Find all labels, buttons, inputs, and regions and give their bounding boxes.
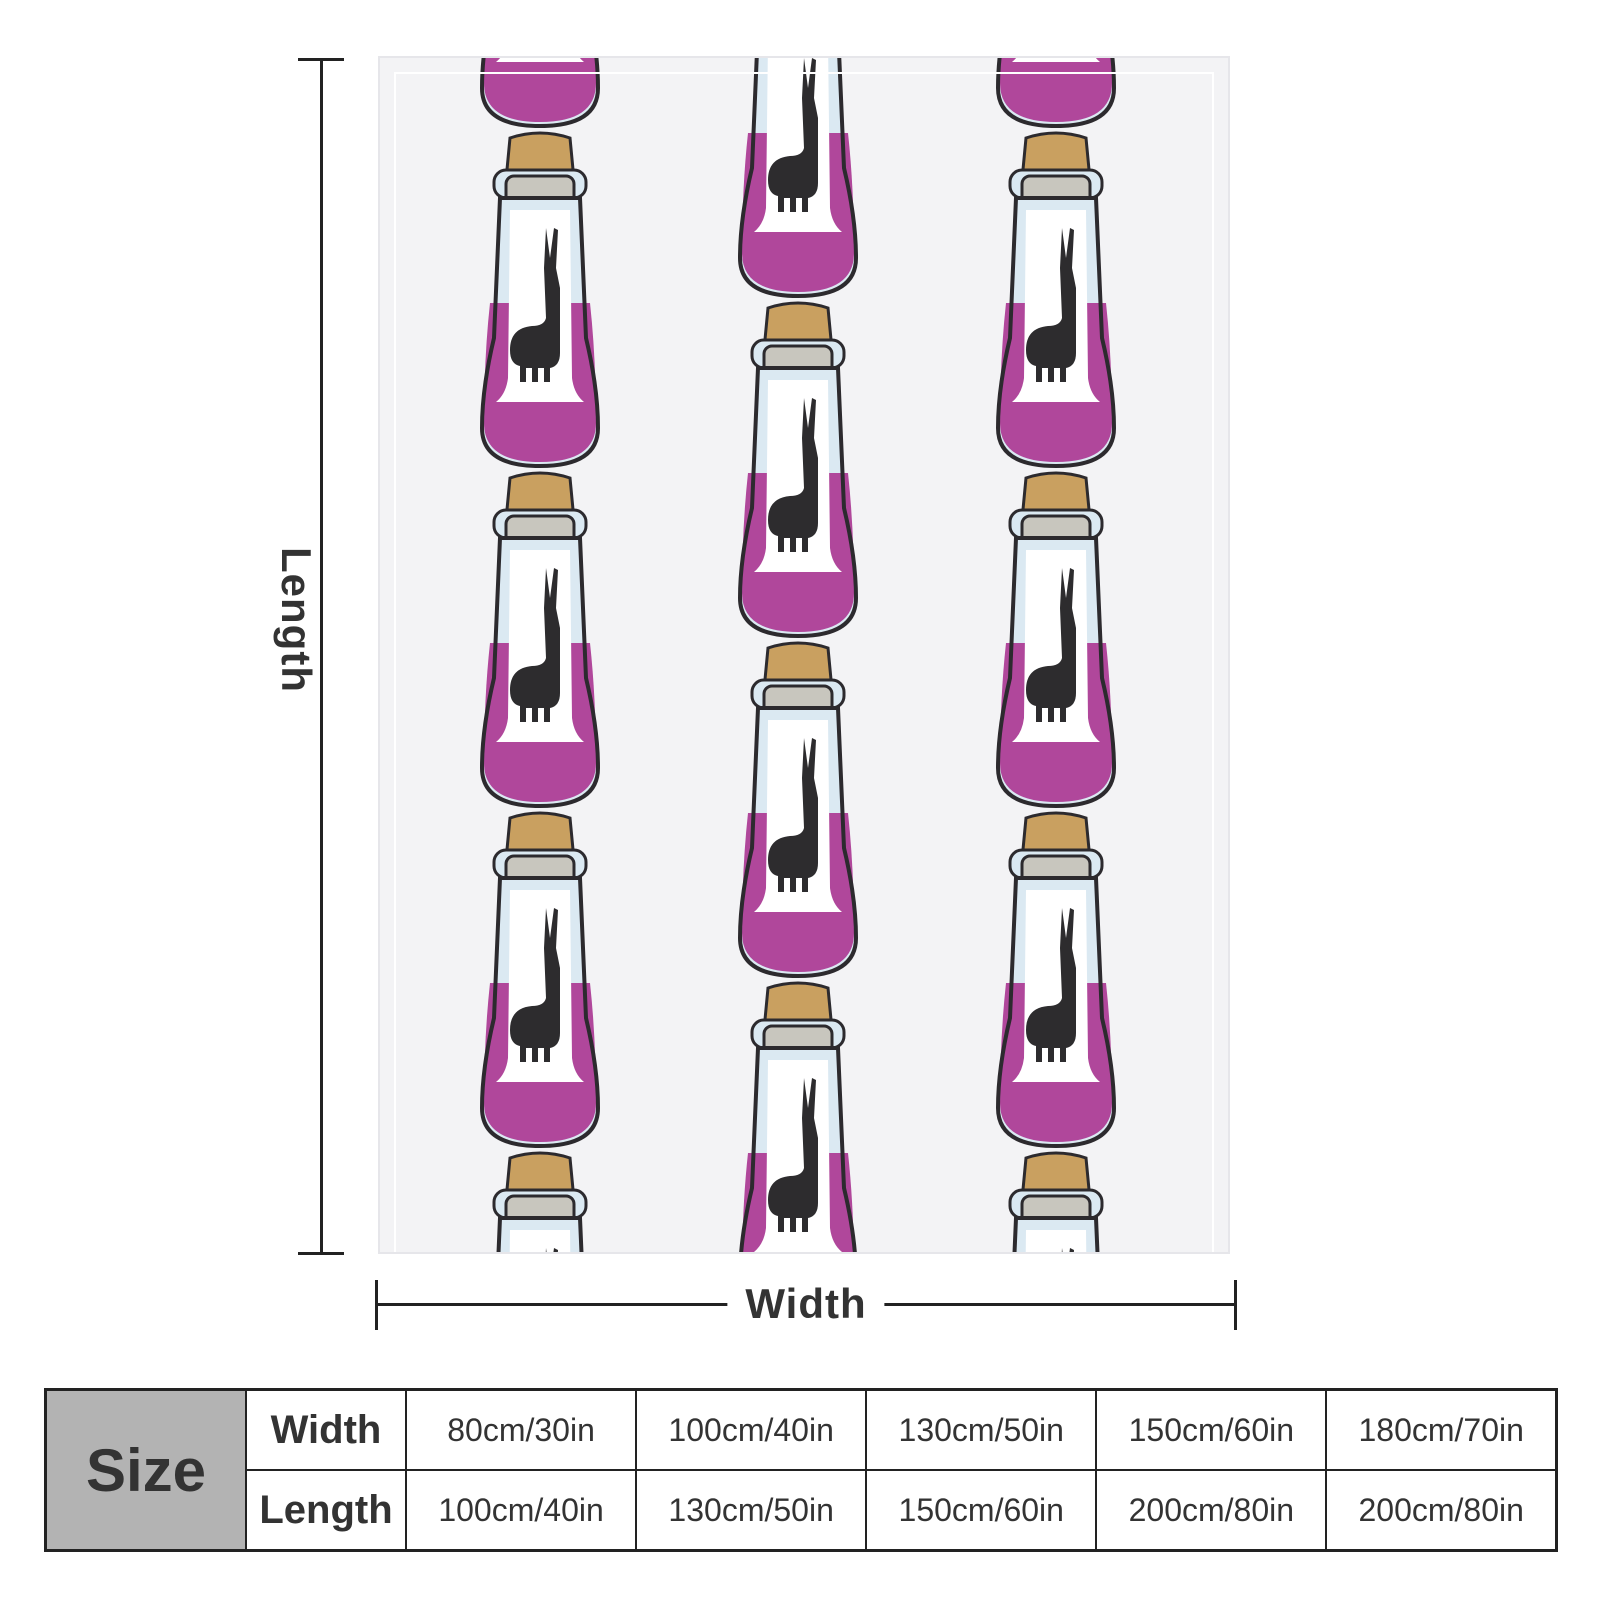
length-cell: 130cm/50in <box>635 1469 868 1552</box>
blanket-hem <box>394 72 1214 1252</box>
width-row-header: Width <box>245 1388 407 1471</box>
width-cell: 80cm/30in <box>404 1388 638 1471</box>
length-dimension-label: Length <box>272 537 320 703</box>
table-row-length: Length 100cm/40in 130cm/50in 150cm/60in … <box>46 1469 1558 1552</box>
table-row-width: Size Width 80cm/30in 100cm/40in 130cm/50… <box>44 1388 1558 1552</box>
length-line <box>320 58 323 1254</box>
length-cell: 100cm/40in <box>404 1469 638 1552</box>
width-cell: 150cm/60in <box>1095 1388 1328 1471</box>
size-chart-table: Size Width 80cm/30in 100cm/40in 130cm/50… <box>44 1388 1558 1552</box>
length-cell: 200cm/80in <box>1095 1469 1328 1552</box>
width-cell: 100cm/40in <box>635 1388 868 1471</box>
width-cell: 180cm/70in <box>1325 1388 1558 1471</box>
length-cell: 200cm/80in <box>1325 1469 1558 1552</box>
blanket-preview <box>378 56 1230 1254</box>
width-dimension-label: Width <box>727 1280 885 1328</box>
length-cell: 150cm/60in <box>865 1469 1098 1552</box>
width-cell: 130cm/50in <box>865 1388 1098 1471</box>
length-row-header: Length <box>245 1469 407 1552</box>
size-header-cell: Size <box>44 1388 247 1552</box>
